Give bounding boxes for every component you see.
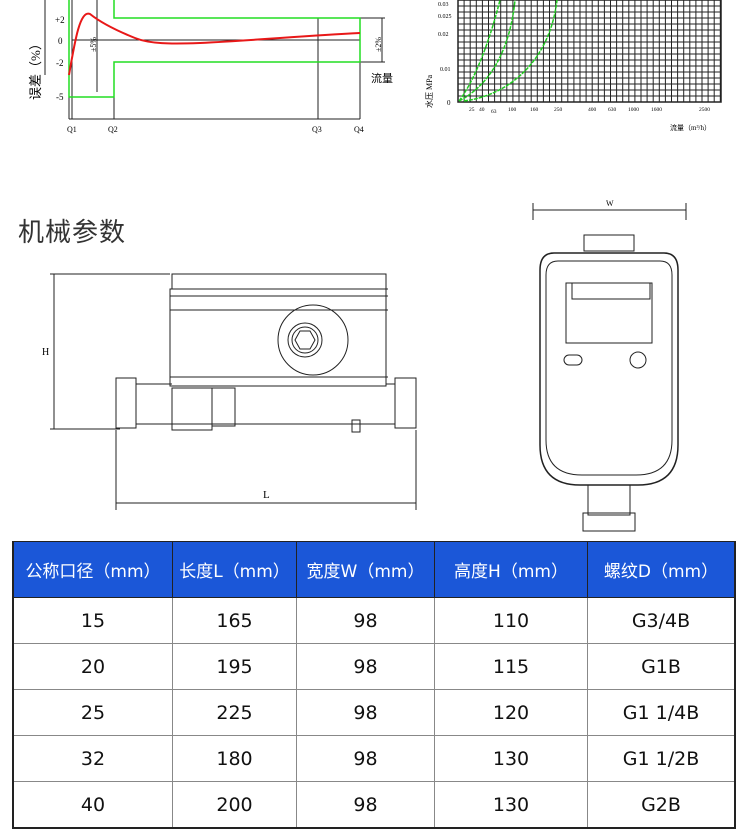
table-cell: 40 xyxy=(12,781,173,829)
table-cell: G1 1/2B xyxy=(587,735,736,782)
x-tick: 250 xyxy=(554,107,563,113)
x-tick-q2: Q2 xyxy=(108,125,118,134)
y-tick-002: 0.02 xyxy=(438,32,449,38)
x-tick: 160 xyxy=(530,107,539,113)
tolerance-limits xyxy=(68,0,361,98)
table-cell: 98 xyxy=(296,735,435,782)
table-cell: 130 xyxy=(434,781,588,829)
outer-band-label: ±5% xyxy=(89,37,98,52)
y-axis-label: 误差（%） xyxy=(28,37,43,100)
table-cell: G1B xyxy=(587,643,736,690)
table-cell: 130 xyxy=(434,735,588,782)
table-cell: 180 xyxy=(172,735,297,782)
y-tick-0: 0 xyxy=(447,99,451,107)
error-curve-chart: +2 0 -2 -5 Q1 Q2 Q3 Q4 误差（%） ±5% ±2% 流量 xyxy=(28,0,393,134)
table-cell: 225 xyxy=(172,689,297,736)
section-title: 机械参数 xyxy=(18,218,127,248)
x-tick-q1: Q1 xyxy=(67,125,77,134)
table-cell: 98 xyxy=(296,781,435,829)
x-tick: 2500 xyxy=(699,107,710,113)
x-tick: 630 xyxy=(608,107,617,113)
x-tick-q4: Q4 xyxy=(354,125,364,134)
x-axis-label: 流量（m³/h） xyxy=(670,123,711,132)
table-cell: G3/4B xyxy=(587,597,736,644)
x-tick: 40 xyxy=(479,107,485,113)
table-cell: G1 1/4B xyxy=(587,689,736,736)
col-height: 高度H（mm） xyxy=(434,541,588,598)
specs-table: 公称口径（mm） 长度L（mm） 宽度W（mm） 高度H（mm） 螺纹D（mm）… xyxy=(12,541,736,829)
length-label: L xyxy=(263,489,270,501)
x-tick: 1000 xyxy=(628,107,639,113)
y-tick-3: -2 xyxy=(56,58,64,68)
col-width: 宽度W（mm） xyxy=(296,541,435,598)
pressure-curves xyxy=(458,0,558,102)
col-thread: 螺纹D（mm） xyxy=(587,541,736,598)
table-cell: 98 xyxy=(296,689,435,736)
table-cell: 32 xyxy=(12,735,173,782)
pressure-loss-chart: 0.03 0.025 0.02 0.01 0 水压 MPa 25 40 63 100 1… xyxy=(424,0,722,132)
table-cell: 15 xyxy=(12,597,173,644)
inner-band-label: ±2% xyxy=(374,37,383,52)
y-tick-001: 0.01 xyxy=(440,67,451,73)
col-length: 长度L（mm） xyxy=(172,541,297,598)
table-cell: 25 xyxy=(12,689,173,736)
x-tick: 400 xyxy=(588,107,597,113)
y-tick-0025: 0.025 xyxy=(438,14,452,20)
error-curve xyxy=(68,12,361,76)
table-header-row: 公称口径（mm） 长度L（mm） 宽度W（mm） 高度H（mm） 螺纹D（mm） xyxy=(12,541,736,598)
y-tick-2: 0 xyxy=(58,36,63,46)
table-cell: 98 xyxy=(296,643,435,690)
table-cell: 195 xyxy=(172,643,297,690)
front-view-drawing: W xyxy=(532,199,687,532)
x-tick: 100 xyxy=(508,107,517,113)
width-label: W xyxy=(606,199,614,208)
table-cell: G2B xyxy=(587,781,736,829)
table-cell: 98 xyxy=(296,597,435,644)
height-label: H xyxy=(42,347,49,358)
table-cell: 115 xyxy=(434,643,588,690)
x-tick: 63 xyxy=(491,109,497,115)
table-cell: 165 xyxy=(172,597,297,644)
table-cell: 200 xyxy=(172,781,297,829)
y-tick-1: +2 xyxy=(55,15,65,25)
y-tick-003: 0.03 xyxy=(438,2,449,8)
y-axis-label: 水压 MPa xyxy=(424,74,434,108)
x-tick: 25 xyxy=(469,107,475,113)
side-view-drawing: H L xyxy=(42,273,417,510)
table-cell: 120 xyxy=(434,689,588,736)
y-tick-4: -5 xyxy=(56,92,64,102)
x-tick: 1600 xyxy=(651,107,662,113)
flow-label: 流量 xyxy=(371,71,393,85)
table-cell: 20 xyxy=(12,643,173,690)
table-cell: 110 xyxy=(434,597,588,644)
x-tick-q3: Q3 xyxy=(312,125,322,134)
col-nominal-diameter: 公称口径（mm） xyxy=(12,541,173,598)
